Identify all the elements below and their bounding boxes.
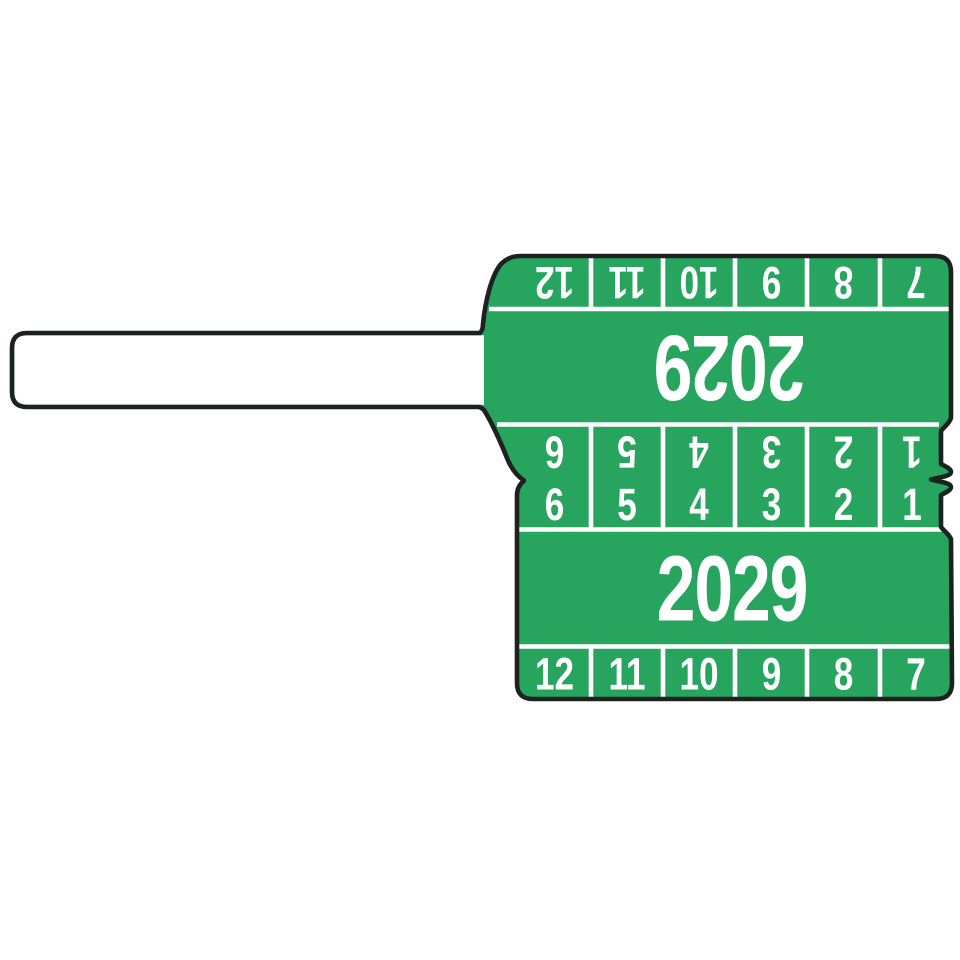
- front-month-label-8: 8: [834, 648, 854, 699]
- back-month-label-4: 4: [689, 426, 709, 477]
- front-month-label-6: 6: [545, 479, 565, 530]
- back-month-label-8: 8: [834, 257, 854, 308]
- back-month-label-1: 1: [902, 426, 922, 477]
- back-month-label-2: 2: [834, 426, 854, 477]
- strap-band: [14, 335, 485, 405]
- back-year-label: 2029: [655, 316, 806, 419]
- back-month-label-3: 3: [762, 426, 782, 477]
- back-month-label-10: 10: [679, 257, 718, 308]
- back-month-label-5: 5: [617, 426, 637, 477]
- back-month-label-9: 9: [762, 257, 782, 308]
- front-month-label-1: 1: [902, 479, 922, 530]
- front-month-label-7: 7: [906, 648, 926, 699]
- front-month-label-10: 10: [679, 648, 718, 699]
- front-year-label: 2029: [657, 538, 808, 641]
- calendar-grid-lines: [489, 257, 950, 697]
- back-month-label-11: 11: [608, 257, 645, 308]
- front-month-label-2: 2: [834, 479, 854, 530]
- tag-front-half: 6 5 4 3 2 1 2029 12 11 10 9 8 7: [535, 479, 926, 700]
- tag-outline: [9, 253, 955, 702]
- front-month-label-11: 11: [608, 648, 645, 699]
- front-month-label-9: 9: [762, 648, 782, 699]
- back-month-label-6: 6: [545, 426, 565, 477]
- front-month-label-5: 5: [617, 479, 637, 530]
- back-month-label-7: 7: [906, 257, 926, 308]
- back-month-label-12: 12: [535, 257, 574, 308]
- tag-back-half-rotated: 12 11 10 9 8 7 2029 6 5 4 3 2 1: [535, 257, 926, 478]
- front-month-label-3: 3: [762, 479, 782, 530]
- front-month-label-12: 12: [535, 648, 574, 699]
- front-month-label-4: 4: [689, 479, 709, 530]
